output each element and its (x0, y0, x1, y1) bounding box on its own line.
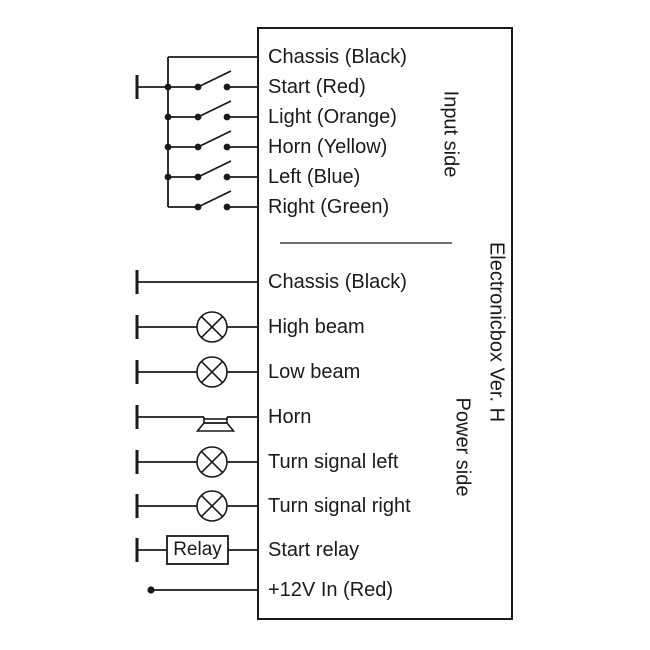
pin-label-light: Light (Orange) (268, 106, 397, 128)
lamp-icon-low-beam (196, 356, 228, 388)
pin-label-low-beam: Low beam (268, 361, 361, 383)
switch-icon-start (164, 70, 258, 91)
power-row-start-relay (135, 535, 258, 565)
input-feed-terminal-icon (135, 75, 168, 99)
box-title: Electronicbox Ver. H (485, 241, 508, 423)
relay-box-label: Relay (173, 539, 222, 560)
pin-label-right: Right (Green) (268, 196, 390, 218)
pin-label-turn-signal-left: Turn signal left (268, 451, 399, 473)
horn-icon (195, 417, 236, 432)
pin-label-left: Left (Blue) (268, 166, 361, 188)
pin-label-input-chassis: Chassis (Black) (268, 46, 407, 68)
pin-label-horn-power: Horn (268, 406, 312, 428)
pin-label-high-beam: High beam (268, 316, 365, 338)
pin-label-start: Start (Red) (268, 76, 366, 98)
switch-icon-left (164, 160, 258, 181)
switch-icon-horn (164, 130, 258, 151)
power-row-turn-signal-left (135, 446, 258, 478)
pin-label-start-relay: Start relay (268, 539, 360, 561)
power-row-12v-in (147, 586, 258, 594)
power-row-high-beam (135, 311, 258, 343)
power-row-turn-signal-right (135, 490, 258, 522)
pin-label-turn-signal-right: Turn signal right (268, 495, 411, 517)
power-side-section-label: Power side (451, 397, 474, 497)
switch-icon-right (168, 190, 258, 211)
input-side-section-label: Input side (439, 90, 462, 178)
electronic-box-outline (257, 27, 513, 620)
pin-label-power-chassis: Chassis (Black) (268, 271, 407, 293)
lamp-icon-turn-signal-left (196, 446, 228, 478)
power-row-low-beam (135, 356, 258, 388)
switch-icon-light (164, 100, 258, 121)
lamp-icon-turn-signal-right (196, 490, 228, 522)
lamp-icon-high-beam (196, 311, 228, 343)
power-row-chassis (135, 270, 258, 294)
power-row-horn (135, 405, 258, 432)
pin-label-12v-in: +12V In (Red) (268, 579, 394, 601)
pin-label-horn-input: Horn (Yellow) (268, 136, 388, 158)
